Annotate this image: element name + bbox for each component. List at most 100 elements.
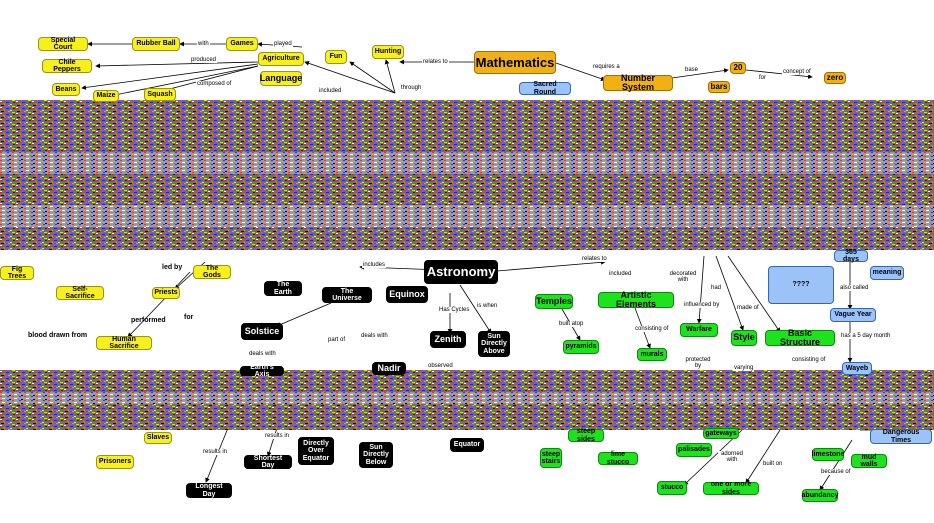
- hunting-node[interactable]: Hunting: [372, 45, 404, 59]
- link-led-by: led by: [162, 264, 183, 271]
- link-had: had: [710, 285, 723, 291]
- link-has-cycles: Has Cycles: [438, 307, 471, 313]
- the-gods-node[interactable]: The Gods: [193, 265, 231, 279]
- longest-day-node[interactable]: Longest Day: [186, 483, 232, 498]
- number-system-node[interactable]: Number System: [603, 73, 673, 92]
- solstice-node[interactable]: Solstice: [241, 323, 283, 340]
- priests-node[interactable]: Priests: [152, 287, 180, 299]
- link-requires-a: requires a: [592, 64, 621, 70]
- link-results-in-2: results in: [264, 433, 291, 439]
- link-has-a-5-day-month: has a 5 day month: [840, 333, 892, 339]
- link-through: through: [400, 85, 423, 91]
- chile-peppers-node[interactable]: Chile Peppers: [42, 59, 92, 73]
- gateways-node[interactable]: gateways: [703, 428, 739, 439]
- unknown-node[interactable]: ????: [768, 266, 834, 304]
- link-consisting-of: consisting of: [634, 326, 670, 332]
- equinox-node[interactable]: Equinox: [386, 286, 428, 303]
- beans-node[interactable]: Beans: [52, 83, 80, 96]
- link-because-of: because of: [820, 469, 852, 475]
- games-node[interactable]: Games: [226, 37, 258, 51]
- temples-node[interactable]: Temples: [535, 294, 573, 309]
- steep-stairs-node[interactable]: steep stairs: [540, 448, 562, 468]
- agriculture-node[interactable]: Agriculture: [258, 52, 304, 66]
- steep-sides-node[interactable]: steep sides: [568, 428, 604, 443]
- link-results-in: results in: [202, 449, 229, 455]
- slaves-node[interactable]: Slaves: [144, 432, 172, 444]
- basic-structure-node[interactable]: Basic Structure: [765, 328, 835, 347]
- mathematics-node[interactable]: Mathematics: [474, 51, 556, 74]
- sacred-round-node[interactable]: Sacred Round: [519, 81, 571, 96]
- warfare-node[interactable]: Warfare: [680, 323, 718, 337]
- squash-node[interactable]: Squash: [144, 88, 176, 101]
- link-protected-by: protected by: [684, 357, 712, 369]
- link-performed: performed: [131, 317, 166, 324]
- link-decorated-with: decorated with: [668, 271, 698, 283]
- language-node[interactable]: Language: [260, 71, 302, 86]
- link-includes: includes: [362, 262, 387, 268]
- pyramids-node[interactable]: pyramids: [563, 340, 599, 354]
- fun-node[interactable]: Fun: [325, 50, 347, 64]
- link-for: for: [758, 75, 768, 81]
- the-earth-node[interactable]: The Earth: [264, 281, 302, 296]
- dangerous-times-node[interactable]: Dangerous Times: [870, 429, 932, 444]
- link-for-2: for: [184, 314, 194, 321]
- zero-node[interactable]: zero: [824, 72, 846, 84]
- link-influenced-by: influenced by: [683, 302, 721, 308]
- link-adorned-with: adorned with: [718, 451, 746, 463]
- meaning-node[interactable]: meaning: [870, 266, 904, 280]
- link-deals-with: deals with: [360, 333, 389, 339]
- link-relates-to-2: relates to: [581, 256, 608, 262]
- nadir-node[interactable]: Nadir: [372, 362, 406, 375]
- sun-directly-above-node[interactable]: Sun Directly Above: [478, 331, 510, 357]
- link-is-when: is when: [476, 303, 499, 309]
- link-composed-of: composed of: [196, 81, 233, 87]
- shortest-day-node[interactable]: Shortest Day: [244, 455, 292, 469]
- palisades-node[interactable]: palisades: [676, 443, 712, 457]
- link-also-called: also called: [839, 285, 870, 291]
- rubber-ball-node[interactable]: Rubber Ball: [132, 37, 180, 51]
- bars-node[interactable]: bars: [708, 81, 730, 93]
- wayeb-node[interactable]: Wayeb: [842, 362, 872, 375]
- human-sacrifice-node[interactable]: Human Sacrifice: [96, 336, 152, 350]
- link-made-of: made of: [736, 305, 760, 311]
- one-or-more-sides-node[interactable]: one or more sides: [703, 481, 759, 496]
- mud-walls-node[interactable]: mud walls: [851, 454, 887, 468]
- directly-over-equator-node[interactable]: Directly Over Equator: [298, 437, 334, 465]
- the-universe-node[interactable]: The Universe: [322, 287, 372, 303]
- astronomy-node[interactable]: Astronomy: [424, 260, 498, 284]
- link-built-atop: built atop: [558, 321, 585, 327]
- twenty-node[interactable]: 20: [730, 62, 746, 74]
- equator-node[interactable]: Equator: [450, 438, 484, 452]
- link-part-of: part of: [327, 337, 347, 343]
- artistic-elements-node[interactable]: Artistic Elements: [598, 290, 674, 309]
- link-played: played: [273, 41, 293, 47]
- link-varying: varying: [733, 365, 755, 371]
- maize-node[interactable]: Maize: [93, 90, 119, 102]
- link-included: included: [318, 88, 343, 94]
- link-built-on: built on: [762, 461, 784, 467]
- link-consisting-of-2: consisting of: [791, 357, 827, 363]
- link-included-2: included: [608, 271, 633, 277]
- limestone-node[interactable]: limestone: [812, 448, 844, 461]
- self-sacrifice-node[interactable]: Self-Sacrifice: [56, 286, 104, 300]
- style-node[interactable]: Style: [731, 330, 757, 346]
- link-deals-with-2: deals with: [248, 351, 277, 357]
- days-365-node[interactable]: 365 days: [834, 249, 868, 263]
- lime-stucco-node[interactable]: lime stucco: [598, 451, 638, 466]
- stucco-node[interactable]: stucco: [657, 481, 687, 495]
- fig-trees-node[interactable]: Fig Trees: [0, 266, 34, 280]
- special-court-node[interactable]: Special Court: [38, 37, 88, 51]
- zenith-node[interactable]: Zenith: [430, 331, 466, 348]
- link-blood-drawn-from: blood drawn from: [28, 332, 88, 339]
- sun-directly-below-node[interactable]: Sun Directly Below: [359, 442, 393, 468]
- link-produced: produced: [190, 57, 218, 63]
- earths-axis-node[interactable]: Earth's Axis: [240, 364, 284, 378]
- murals-node[interactable]: murals: [637, 348, 667, 361]
- abundancy-node[interactable]: abundancy: [802, 489, 838, 502]
- link-with: with: [197, 41, 210, 47]
- vague-year-node[interactable]: Vague Year: [830, 308, 876, 322]
- prisoners-node[interactable]: Prisoners: [96, 455, 134, 469]
- link-concept-of: concept of: [782, 69, 812, 75]
